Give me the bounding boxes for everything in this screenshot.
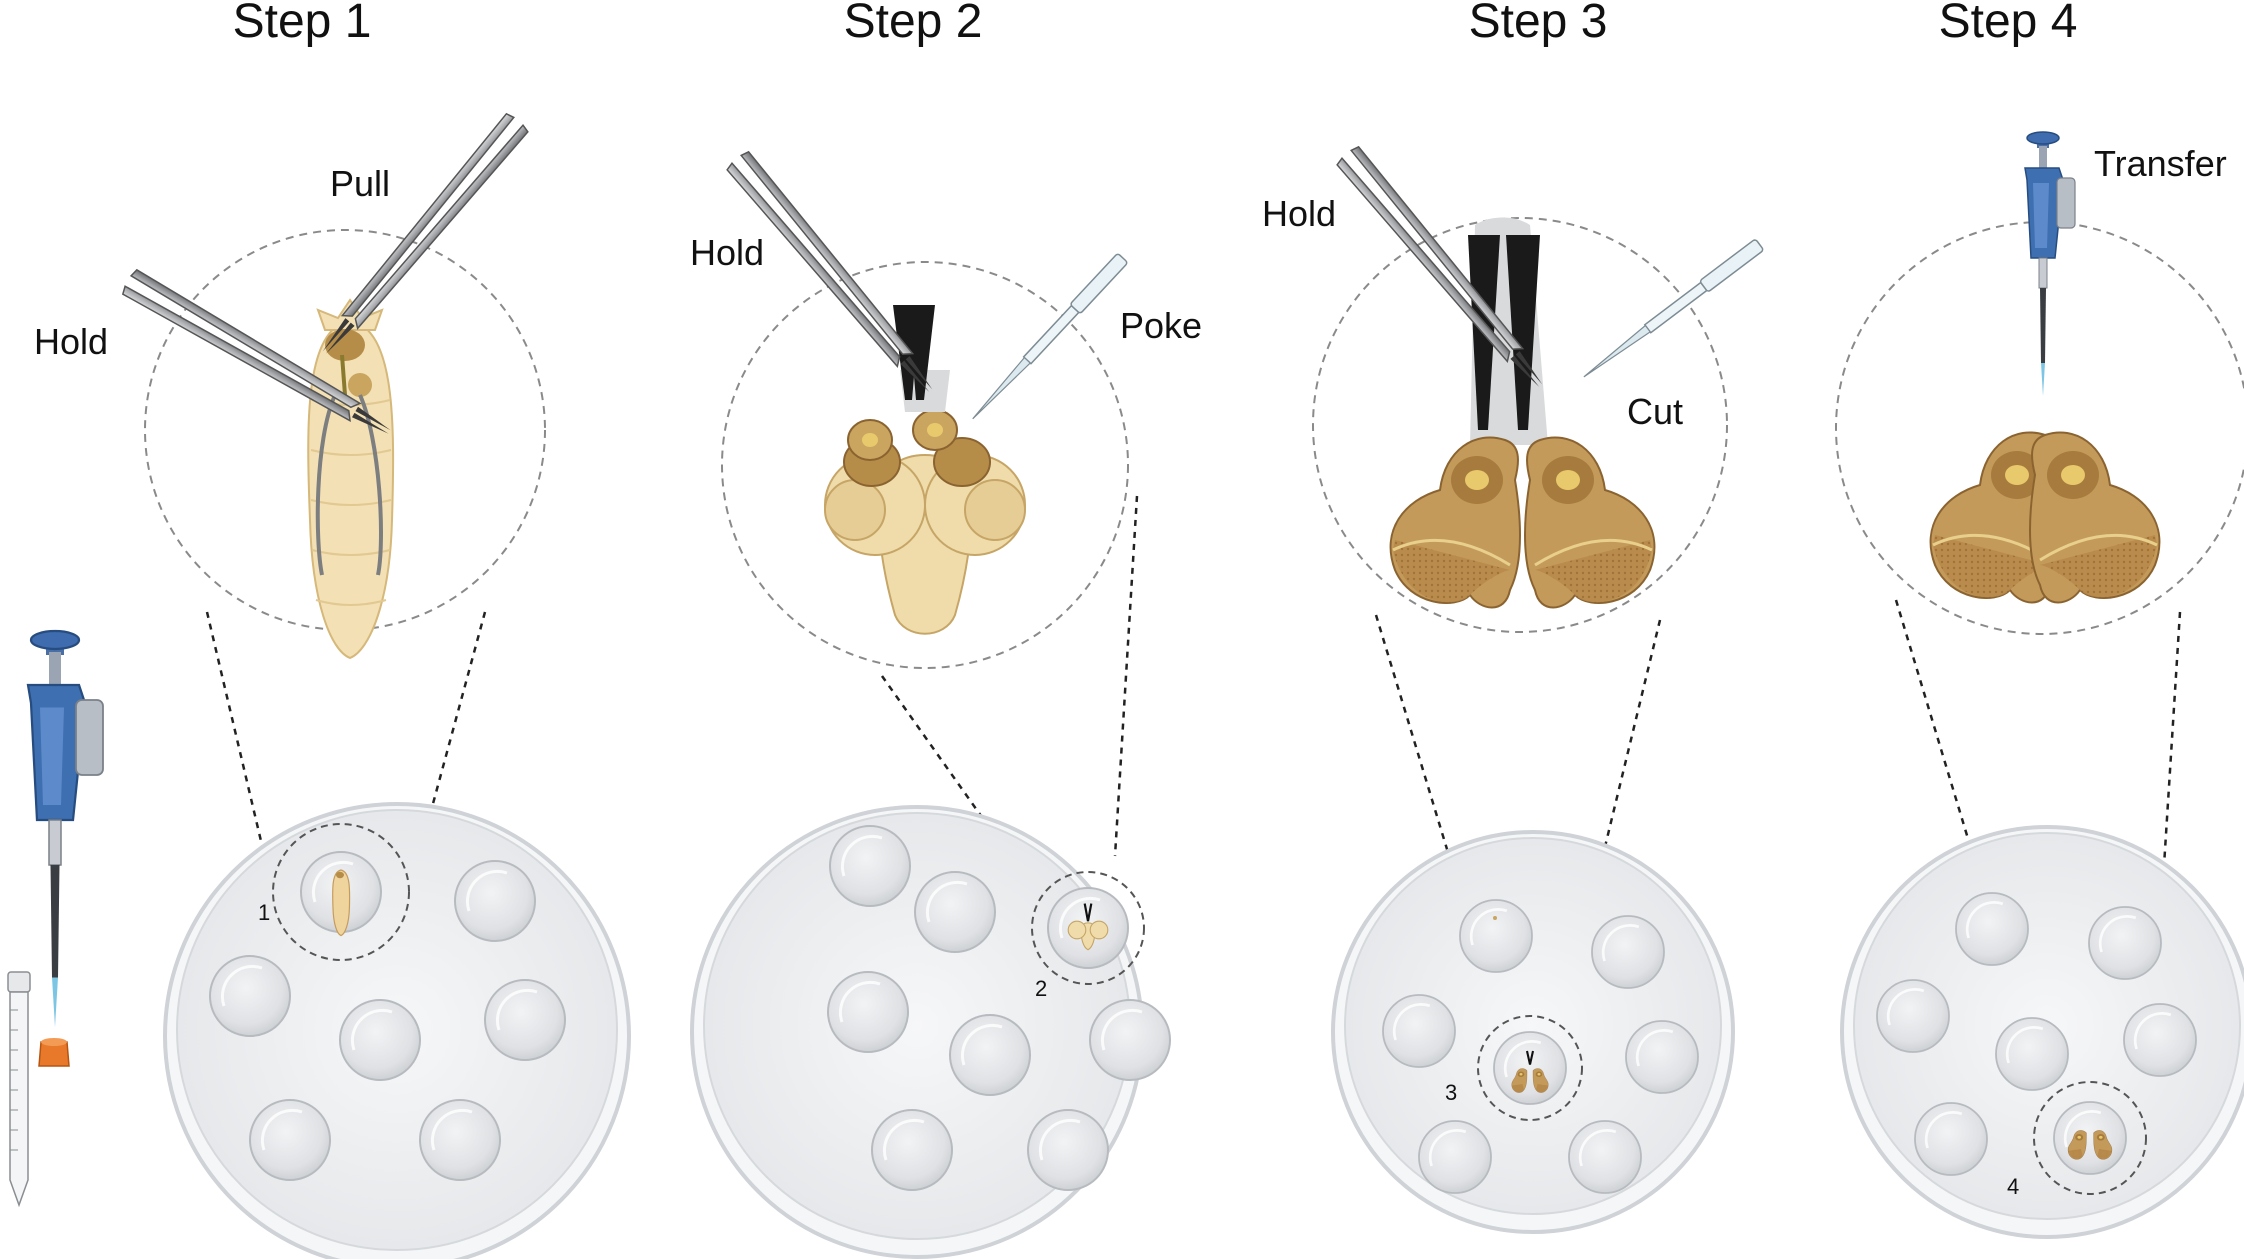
step-4-label-transfer: Transfer (2094, 143, 2227, 184)
step-4-title: Step 4 (1939, 0, 2078, 48)
well-number-4: 4 (2007, 1174, 2019, 1199)
well-number-3: 3 (1445, 1080, 1457, 1105)
step-1-label-hold: Hold (34, 321, 108, 362)
step-3-panel: Hold Cut 3 (1262, 144, 1765, 1234)
step-2-label-poke: Poke (1120, 305, 1202, 346)
well-number-1: 1 (258, 900, 270, 925)
micropipette-transfer-icon (2024, 131, 2076, 397)
step-3-title: Step 3 (1469, 0, 1608, 48)
well-number-2: 2 (1035, 976, 1047, 1001)
step-2-title: Step 2 (844, 0, 983, 48)
brain-lobes-icon (1929, 431, 2161, 604)
step-1-title: Step 1 (233, 0, 372, 48)
step-1-label-pull: Pull (330, 163, 390, 204)
step-1-panel: Pull Hold 1 (7, 111, 631, 1259)
micropipette-icon (26, 629, 105, 1029)
petri-dish-4: 4 (1840, 825, 2244, 1239)
larval-brain-icon (824, 305, 1026, 635)
step-3-label-hold: Hold (1262, 193, 1336, 234)
step-4-panel: Transfer 4 (1835, 131, 2244, 1239)
step-2-label-hold: Hold (690, 232, 764, 273)
forceps-pull-icon (312, 111, 530, 363)
step-3-zoom-circle (1312, 217, 1728, 633)
larva-icon (307, 298, 395, 660)
petri-dish-1: 1 (163, 802, 631, 1259)
petri-dish-3: 3 (1331, 830, 1735, 1234)
pipette-cut-icon (1578, 238, 1765, 384)
centrifuge-tube-icon (7, 971, 70, 1208)
step-2-zoom-circle (721, 261, 1129, 669)
step-3-label-cut: Cut (1627, 391, 1683, 432)
forceps-hold-icon (725, 149, 943, 401)
step-2-panel: Hold Poke 2 (690, 149, 1202, 1259)
pipette-poke-icon (966, 252, 1129, 425)
petri-dish-2: 2 (690, 805, 1172, 1259)
brain-lobes-icon (1389, 217, 1656, 609)
